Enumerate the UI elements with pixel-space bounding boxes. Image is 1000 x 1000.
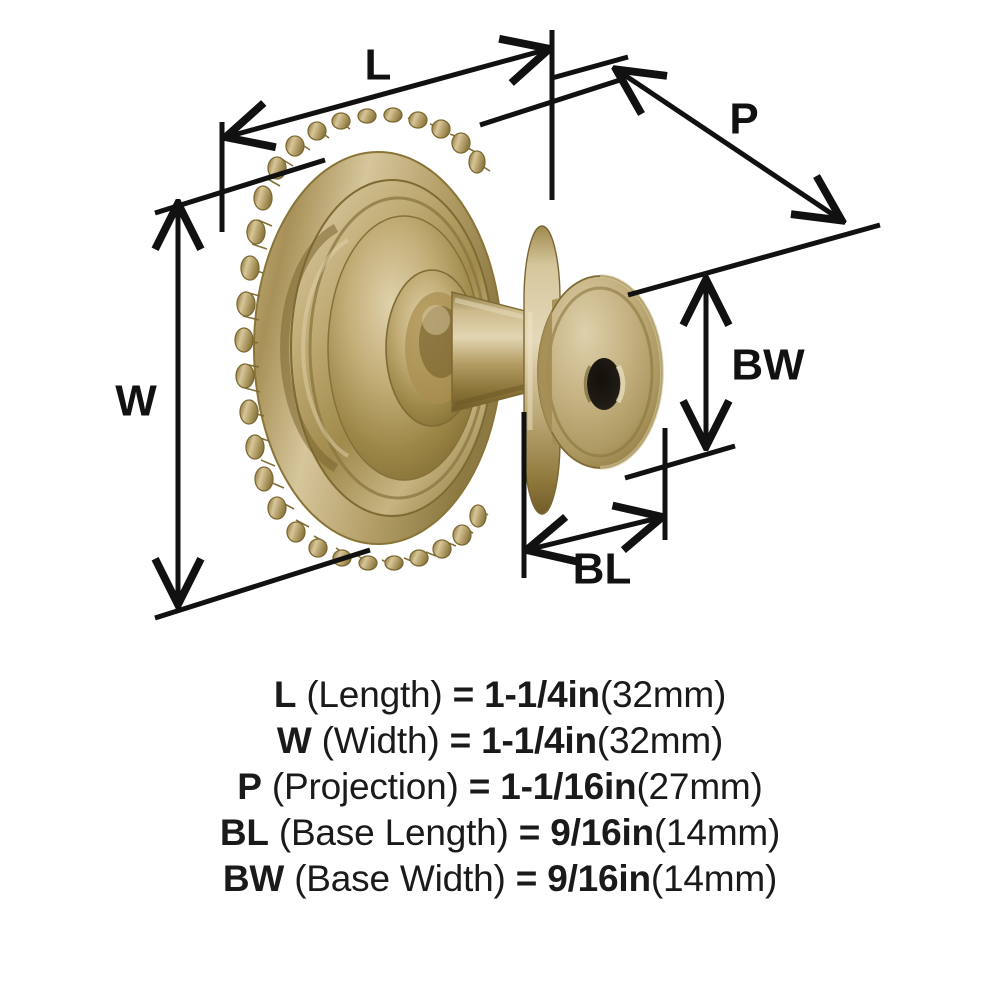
spec-code: W [276,720,312,761]
spec-row-projection: P (Projection) = 1-1/16in(27mm) [0,764,1000,810]
spec-value: = 9/16in [518,812,654,853]
spec-code: L [273,674,297,715]
spec-metric: (14mm) [650,858,778,899]
spec-value: = 1-1/4in [452,674,601,715]
spec-metric: (32mm) [596,720,724,761]
spec-metric: (32mm) [599,674,727,715]
spec-name: (Projection) [271,766,459,807]
screw-hole [587,358,621,410]
knob-illustration: L P W BW BL [115,30,881,621]
dim-arrow-BL [531,518,658,549]
spec-code: BW [222,858,285,899]
spec-name: (Base Length) [278,812,509,853]
dim-label-width: W [115,377,157,426]
dim-label-base-length: BL [573,545,632,594]
spec-name: (Width) [321,720,440,761]
guide-P-lower [627,222,881,298]
spec-name: (Base Width) [294,858,506,899]
dim-label-length: L [365,41,392,90]
dimension-spec-list: L (Length) = 1-1/4in(32mm) W (Width) = 1… [0,672,1000,902]
dim-label-projection: P [729,95,758,144]
spec-value: = 9/16in [515,858,651,899]
dim-arrow-P [620,72,838,218]
dimension-lines [154,30,881,621]
spec-name: (Length) [306,674,443,715]
spec-row-length: L (Length) = 1-1/4in(32mm) [0,672,1000,718]
spec-value: = 1-1/4in [449,720,598,761]
ext-P-top [560,60,640,62]
spec-row-base-length: BL (Base Length) = 9/16in(14mm) [0,810,1000,856]
spec-code: BL [219,812,269,853]
dim-arrow-L [230,50,545,136]
guide-knob-bottom [154,547,371,621]
spec-metric: (14mm) [653,812,781,853]
spec-metric: (27mm) [636,766,763,807]
guide-P-top [551,54,629,81]
dim-label-base-width: BW [731,341,805,390]
spec-row-width: W (Width) = 1-1/4in(32mm) [0,718,1000,764]
knob-graphic [234,107,664,571]
spec-row-base-width: BW (Base Width) = 9/16in(14mm) [0,856,1000,902]
spec-code: P [237,766,262,807]
spec-value: = 1-1/16in [468,766,637,807]
guide-BW-bottom [624,443,736,481]
